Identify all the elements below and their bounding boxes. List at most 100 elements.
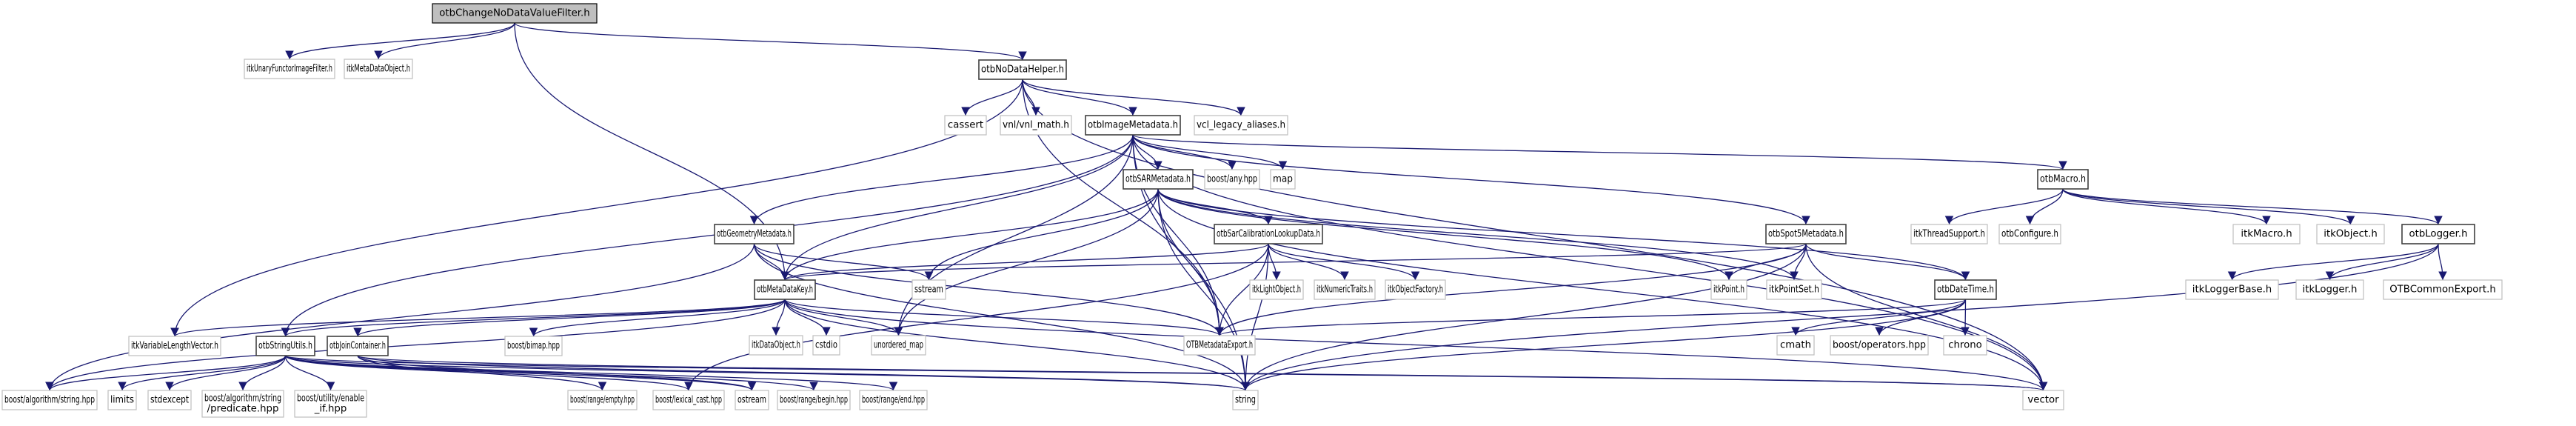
edge-otbSpot5Metadata-to-string	[1241, 243, 1807, 391]
node-label: boost/range/begin.hpp	[780, 395, 848, 406]
node-box	[1249, 279, 1304, 300]
node-label: boost/any.hpp	[1207, 174, 1257, 185]
node-otbImageMetadata[interactable]: otbImageMetadata.h	[1085, 115, 1181, 136]
edge-otbSARMetadata-to-OTBMetadataExport	[1157, 188, 1224, 336]
node-otbGeometryMetadata[interactable]: otbGeometryMetadata.h	[714, 224, 794, 244]
edge-otbMetaDataKey-to-otbStringUtils	[281, 299, 786, 337]
edge-line	[780, 243, 1269, 281]
node-box	[432, 3, 598, 24]
node-vcl-legacy-aliases: vcl_legacy_aliases.h	[1194, 115, 1288, 136]
node-label: itkThreadSupport.h	[1913, 229, 1985, 240]
edge-otbGeometryMetadata-to-boost_algorithm_string	[45, 243, 755, 391]
edge-otbMetaDataKey-to-vector	[784, 299, 2048, 391]
node-itkLogger: itkLogger.h	[2295, 279, 2364, 300]
node-box	[1214, 224, 1323, 244]
edge-otbImageMetadata-to-otbGeometryMetadata	[749, 134, 1134, 225]
edge-line	[2062, 188, 2271, 225]
edge-otbStringUtils-to-boost_enable_if	[284, 355, 335, 391]
node-label: itkMacro.h	[2241, 229, 2292, 240]
node-otbJoinContainer[interactable]: otbJoinContainer.h	[327, 336, 389, 356]
edge-otbSARMetadata-to-itkPoint	[1157, 188, 1733, 281]
node-otbMetaDataKey[interactable]: otbMetaDataKey.h	[754, 279, 816, 300]
edge-line	[1215, 299, 1967, 336]
edge-otbImageMetadata-to-unordered_map	[894, 134, 1134, 336]
node-otbSARMetadata[interactable]: otbSARMetadata.h	[1123, 169, 1194, 190]
node-label: boost/algorithm/string	[204, 393, 281, 405]
node-box	[1934, 279, 1997, 300]
node-string: string	[1232, 390, 1259, 410]
edge-line	[1944, 188, 2064, 225]
node-label: itkPoint.h	[1713, 284, 1744, 296]
edge-line	[285, 22, 515, 60]
edge-line	[1157, 188, 1273, 225]
edge-line	[357, 355, 607, 391]
node-otbMacro[interactable]: otbMacro.h	[2037, 169, 2089, 190]
edge-otbStringUtils-to-boost_range_end	[284, 355, 897, 391]
node-label: otbImageMetadata.h	[1088, 120, 1178, 131]
edge-line	[1875, 299, 1967, 336]
node-label: otbNoDataHelper.h	[981, 64, 1064, 76]
node-label: vcl_legacy_aliases.h	[1197, 120, 1285, 131]
node-label: boost/range/empty.hpp	[570, 395, 635, 406]
edge-otbNoDataHelper-to-otbImageMetadata	[1022, 79, 1137, 116]
node-box	[147, 390, 192, 410]
edge-line	[2227, 243, 2439, 281]
edge-otbDateTime-to-boost_operators	[1875, 299, 1967, 336]
edge-line	[772, 299, 786, 336]
edge-otbStringUtils-to-string	[284, 355, 1250, 391]
edge-line	[284, 355, 897, 391]
edge-line	[784, 299, 831, 336]
node-otbStringUtils[interactable]: otbStringUtils.h	[255, 336, 315, 356]
node-box	[1765, 224, 1847, 244]
node-otbConfigure: otbConfigure.h	[1998, 224, 2061, 244]
edge-otbJoinContainer-to-boost_range_empty	[357, 355, 607, 391]
edge-otbImageMetadata-to-otbMetaDataKey	[780, 134, 1134, 281]
node-label: itkLogger.h	[2303, 284, 2358, 296]
node-label: itkObject.h	[2324, 229, 2378, 240]
node-label: cmath	[1780, 340, 1811, 351]
node-box	[714, 224, 794, 244]
node-label: boost/utility/enable	[297, 393, 364, 405]
edge-line	[1157, 188, 1733, 281]
edge-line	[165, 355, 287, 391]
node-box	[244, 59, 335, 79]
edge-otbSpot5Metadata-to-otbDateTime	[1805, 243, 1970, 281]
node-label: otbLogger.h	[2409, 229, 2467, 240]
edge-otbNoDataHelper-to-vector	[1022, 79, 2048, 391]
edge-line	[684, 243, 1269, 391]
node-label: unordered_map	[874, 340, 923, 351]
node-box	[1183, 335, 1256, 356]
node-sstream: sstream	[911, 279, 946, 300]
node-otbNoDataHelper[interactable]: otbNoDataHelper.h	[978, 59, 1067, 80]
node-box	[2185, 279, 2279, 300]
node-OTBCommonExport: OTBCommonExport.h	[2383, 279, 2503, 300]
edge-otbMacro-to-otbLogger	[2062, 188, 2443, 225]
edge-otbNoDataHelper-to-cassert	[961, 79, 1023, 116]
node-otbSpot5Metadata[interactable]: otbSpot5Metadata.h	[1765, 224, 1847, 244]
node-otbLogger[interactable]: otbLogger.h	[2401, 224, 2475, 244]
edge-otbSARMetadata-to-string	[1157, 188, 1250, 391]
edge-line	[357, 355, 1250, 391]
node-itkPointSet: itkPointSet.h	[1766, 279, 1822, 300]
node-unordered-map: unordered_map	[871, 335, 926, 356]
edge-line	[357, 355, 757, 391]
node-label: otbJoinContainer.h	[329, 341, 386, 352]
node-itkMetaDataObject: itkMetaDataObject.h	[344, 59, 413, 79]
edge-line	[1791, 299, 1967, 336]
edge-otbImageMetadata-to-boost_any	[1132, 134, 1237, 170]
edge-line	[1132, 134, 2067, 170]
edge-line	[357, 355, 2047, 391]
node-box	[2022, 390, 2064, 410]
edge-line	[780, 188, 1159, 281]
node-otbDateTime[interactable]: otbDateTime.h	[1934, 279, 1997, 300]
edge-otbMetaDataKey-to-cstdio	[784, 299, 831, 336]
node-box	[944, 115, 987, 136]
edge-otbMetaDataKey-to-otbJoinContainer	[353, 299, 786, 337]
node-otbSarCalibrationLookupData[interactable]: otbSarCalibrationLookupData.h	[1214, 224, 1323, 244]
node-label: OTBMetadataExport.h	[1186, 340, 1253, 351]
edge-line	[1805, 243, 1970, 281]
node-box	[201, 390, 284, 418]
node-label: itkDataObject.h	[752, 340, 800, 351]
edge-otbSarCalibrationLookupData-to-otbMetaDataKey	[780, 243, 1269, 281]
node-label: itkNumericTraits.h	[1317, 284, 1373, 296]
